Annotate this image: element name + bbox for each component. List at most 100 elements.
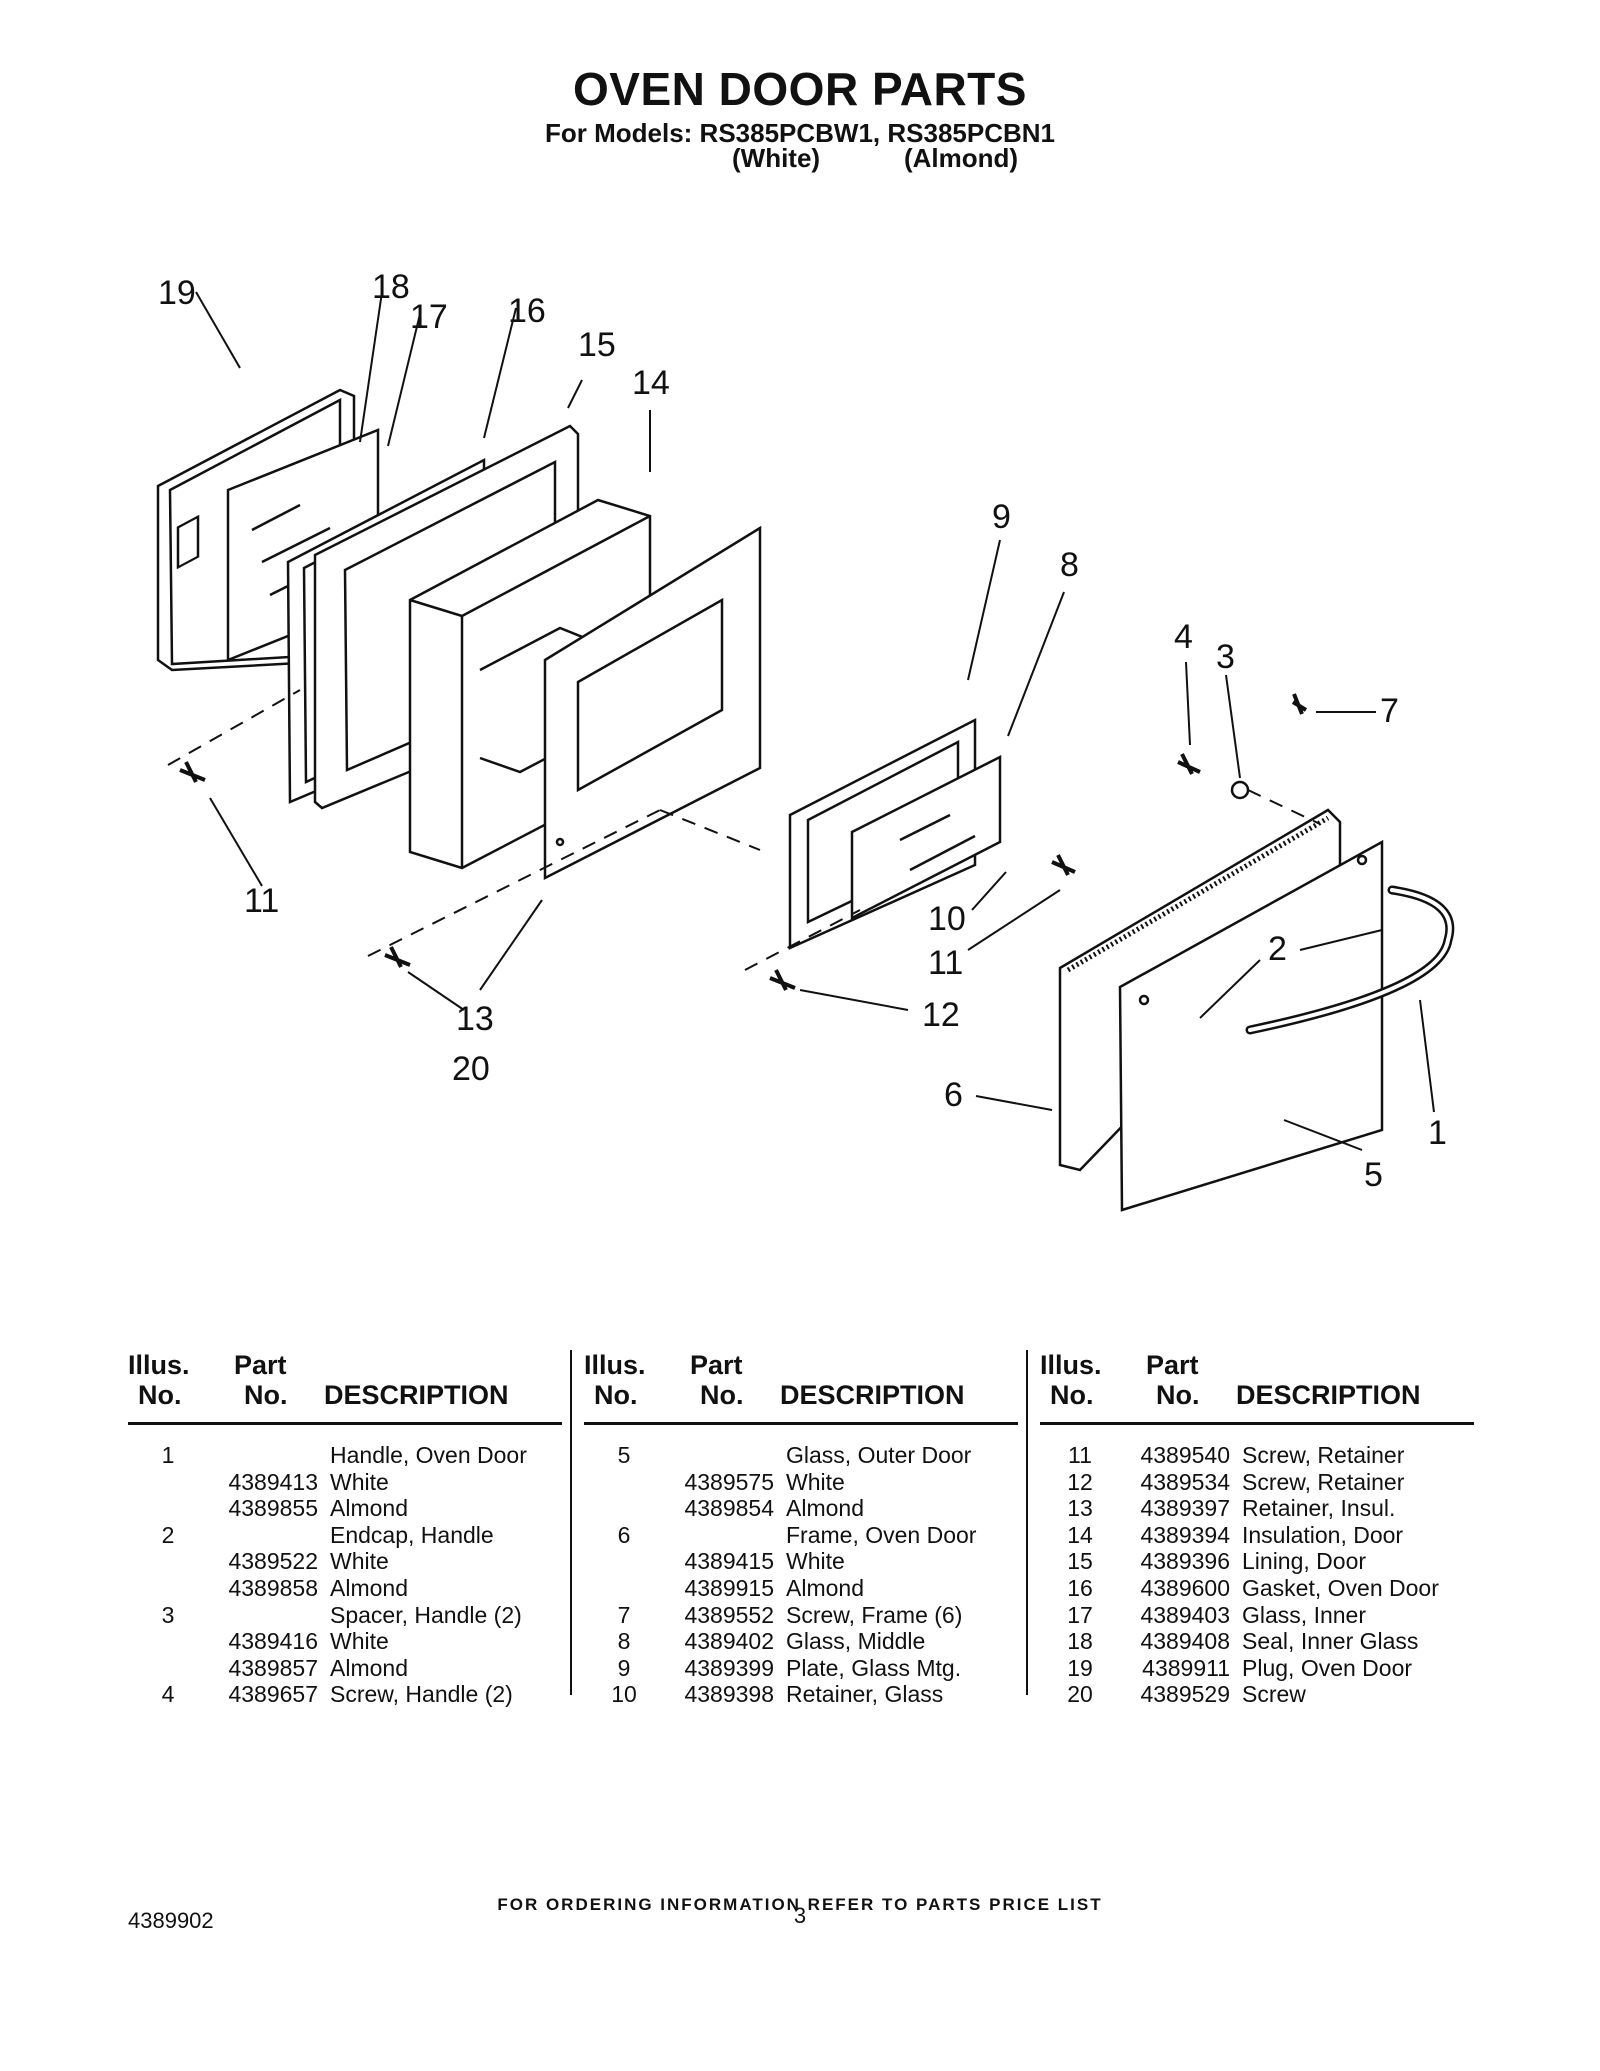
part-description: Almond — [330, 1654, 408, 1681]
part-description: Glass, Middle — [786, 1628, 926, 1655]
part-description: Retainer, Insul. — [1242, 1495, 1396, 1522]
part-header: Part — [234, 1350, 287, 1380]
table-row: 2 Endcap, Handle — [128, 1522, 562, 1549]
illus-header: Illus. — [584, 1350, 646, 1380]
part-no-header: No. — [244, 1380, 288, 1410]
part-number: 4389600 — [1140, 1574, 1230, 1601]
exploded-parts-diagram: 19 18 17 16 15 14 9 8 4 3 7 11 10 11 2 1… — [156, 268, 1455, 1212]
table-row: 5 Glass, Outer Door — [584, 1442, 1018, 1469]
callout-5: 5 — [1364, 1156, 1383, 1194]
part-description: Lining, Door — [1242, 1548, 1367, 1575]
illus-number: 5 — [617, 1442, 631, 1468]
illus-number: 1 — [161, 1442, 175, 1468]
callout-17: 17 — [410, 298, 448, 336]
illus-no-header: No. — [138, 1380, 182, 1410]
illus-no-header: No. — [594, 1380, 638, 1410]
part-description: Frame, Oven Door — [786, 1521, 977, 1548]
table-row: 15 4389396 Lining, Door — [1040, 1548, 1474, 1575]
table-row: 4389858 Almond — [128, 1575, 562, 1602]
part-header: Part — [690, 1350, 743, 1380]
column-divider — [570, 1350, 572, 1695]
callout-10: 10 — [928, 900, 966, 938]
illus-number: 15 — [1067, 1548, 1093, 1575]
description-header: DESCRIPTION — [324, 1380, 509, 1410]
illus-header: Illus. — [1040, 1350, 1102, 1380]
illus-number: 17 — [1067, 1601, 1093, 1628]
part-description: Screw — [1242, 1681, 1306, 1708]
part-number: 4389529 — [1140, 1681, 1230, 1708]
part-number: 4389855 — [228, 1495, 318, 1522]
illus-number: 11 — [1068, 1442, 1092, 1468]
callout-leaders — [195, 291, 1435, 1151]
illus-header: Illus. — [128, 1350, 190, 1380]
illus-number: 19 — [1067, 1654, 1093, 1681]
part-description: Almond — [330, 1574, 408, 1601]
column-divider — [1026, 1350, 1028, 1695]
part-number: 4389552 — [684, 1601, 774, 1628]
callout-7: 7 — [1380, 692, 1399, 730]
part-number: 4389857 — [228, 1654, 318, 1681]
table-row: 4389857 Almond — [128, 1655, 562, 1682]
part-number: 4389416 — [228, 1628, 318, 1655]
table-row: 6 Frame, Oven Door — [584, 1522, 1018, 1549]
callout-labels: 19 18 17 16 15 14 9 8 4 3 7 11 10 11 2 1… — [158, 268, 1447, 1194]
page-title: OVEN DOOR PARTS — [573, 63, 1027, 115]
part-8-middle-glass — [850, 754, 1002, 921]
part-number: 4389399 — [684, 1654, 774, 1681]
illus-number: 6 — [617, 1521, 631, 1548]
callout-19: 19 — [158, 274, 196, 312]
part-description: Glass, Inner — [1242, 1601, 1366, 1628]
illus-number: 7 — [617, 1601, 631, 1628]
part-number: 4389394 — [1140, 1521, 1230, 1548]
part-description: Glass, Outer Door — [786, 1442, 972, 1468]
part-description: Almond — [330, 1495, 408, 1522]
part-no-header: No. — [1156, 1380, 1200, 1410]
callout-4: 4 — [1174, 618, 1193, 656]
part-description: Endcap, Handle — [330, 1521, 494, 1548]
part-number: 4389402 — [684, 1628, 774, 1655]
model-numbers: For Models: RS385PCBW1, RS385PCBN1 — [544, 118, 1056, 148]
callout-9: 9 — [992, 498, 1011, 536]
ordering-note: FOR ORDERING INFORMATION REFER TO PARTS … — [497, 1895, 1103, 1914]
table-header: Illus. No. Part No. DESCRIPTION — [128, 1350, 562, 1425]
callout-6: 6 — [944, 1076, 963, 1114]
description-header: DESCRIPTION — [1236, 1380, 1421, 1410]
part-description: Almond — [786, 1574, 864, 1601]
part-number: 4389575 — [684, 1468, 774, 1495]
illus-no-header: No. — [1050, 1380, 1094, 1410]
part-description: Insulation, Door — [1242, 1521, 1404, 1548]
part-description: Retainer, Glass — [786, 1681, 944, 1708]
part-number: 4389397 — [1140, 1495, 1230, 1522]
description-header: DESCRIPTION — [780, 1380, 965, 1410]
table-row: 18 4389408 Seal, Inner Glass — [1040, 1628, 1474, 1655]
part-number: 4389396 — [1140, 1548, 1230, 1575]
part-number: 4389915 — [684, 1574, 774, 1601]
illus-number: 16 — [1067, 1574, 1093, 1601]
part-description: Seal, Inner Glass — [1242, 1628, 1419, 1655]
illus-number: 2 — [161, 1521, 175, 1548]
part-number: 4389858 — [228, 1574, 318, 1601]
part-no-header: No. — [700, 1380, 744, 1410]
illus-number: 18 — [1067, 1628, 1093, 1655]
callout-2: 2 — [1268, 930, 1287, 968]
part-number: 4389522 — [228, 1548, 318, 1575]
document-number: 4389902 — [128, 1908, 214, 1933]
part-number: 4389408 — [1140, 1628, 1230, 1655]
illus-number: 12 — [1067, 1468, 1093, 1495]
